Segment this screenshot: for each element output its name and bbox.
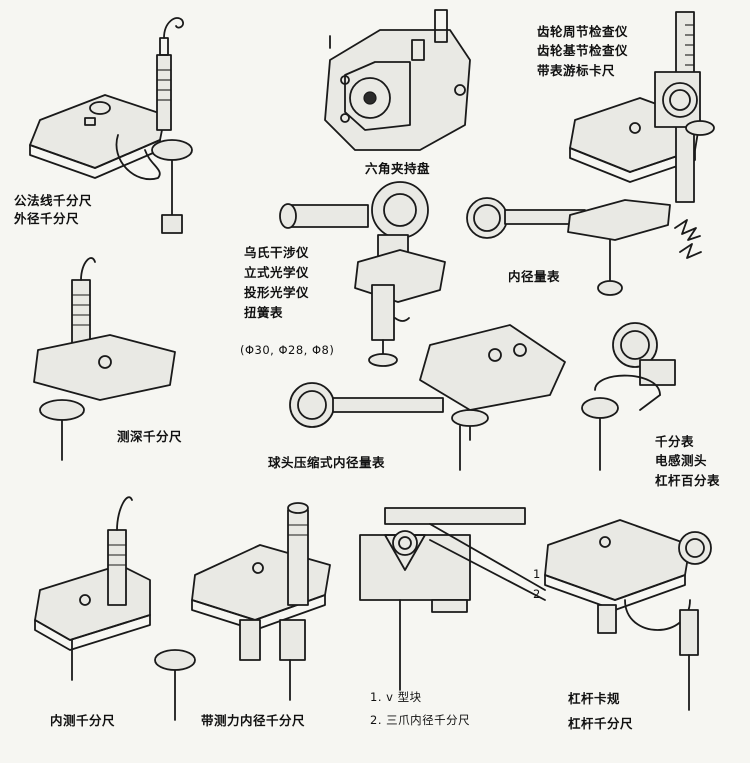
figure-outer-micrometer — [29, 17, 193, 234]
figure-gear-checker — [569, 11, 715, 203]
label-gear-inspection: 齿轮周节检查仪 齿轮基节检查仪 带表游标卡尺 — [537, 22, 628, 80]
label-line: 杠杆卡规 — [568, 691, 621, 706]
figure-lever-gauge — [544, 519, 712, 711]
label-line: 2. 三爪内径千分尺 — [370, 713, 471, 727]
figure-inner-micrometer — [34, 496, 196, 721]
label-line: 杠杆千分尺 — [568, 716, 634, 731]
figure-inner-diameter-gauge — [466, 197, 702, 296]
figure-interferometer — [279, 181, 446, 367]
label-inner-micrometer: 内测千分尺 — [50, 713, 116, 728]
label-line: 投形光学仪 — [244, 285, 310, 300]
figure-dial-indicators — [581, 322, 676, 471]
figure-force-inner-micrometer — [191, 502, 331, 701]
label-line: 公法线千分尺 — [14, 193, 93, 208]
label-line: 千分表 — [655, 434, 695, 449]
label-line: 电感测头 — [655, 453, 708, 469]
label-lever-instruments: 杠杆卡规 杠杆千分尺 — [568, 686, 633, 736]
label-line: 外径千分尺 — [14, 211, 80, 227]
callout-2: 2 — [533, 587, 541, 601]
label-dial-indicators: 千分表 电感测头 杠杆百分表 — [655, 432, 720, 490]
label-line: 带表游标卡尺 — [537, 62, 616, 78]
label-depth-micrometer: 测深千分尺 — [117, 429, 183, 444]
label-line: 杠杆百分表 — [655, 472, 721, 488]
label-interferometer-note: (Φ30, Φ28, Φ8) — [240, 343, 335, 357]
figure-hex-chuck — [324, 9, 471, 151]
figure-depth-micrometer — [33, 257, 176, 461]
label-common-normal-micrometer: 公法线千分尺 外径千分尺 — [14, 192, 92, 228]
label-line: 1. v 型块 — [370, 690, 422, 704]
label-ball-compress-gauge: 球头压缩式内径量表 — [268, 455, 386, 470]
label-force-inner-micrometer: 带测力内径千分尺 — [201, 713, 306, 728]
label-line: 乌氏干涉仪 — [244, 245, 310, 260]
label-hex-chuck: 六角夹持盘 — [365, 161, 431, 176]
figure-v-block — [359, 507, 546, 691]
label-line: 扭簧表 — [244, 305, 284, 320]
label-line: 齿轮周节检查仪 — [537, 24, 629, 39]
figure-ball-compress-gauge — [289, 324, 566, 471]
label-inner-diameter-gauge: 内径量表 — [508, 269, 561, 284]
label-line: 立式光学仪 — [244, 265, 310, 280]
callout-1: 1 — [533, 567, 541, 581]
label-line: 齿轮基节检查仪 — [537, 43, 629, 59]
label-v-block-legend: 1. v 型块 2. 三爪内径千分尺 — [370, 686, 470, 732]
label-interferometers: 乌氏干涉仪 立式光学仪 投形光学仪 扭簧表 — [244, 243, 309, 323]
